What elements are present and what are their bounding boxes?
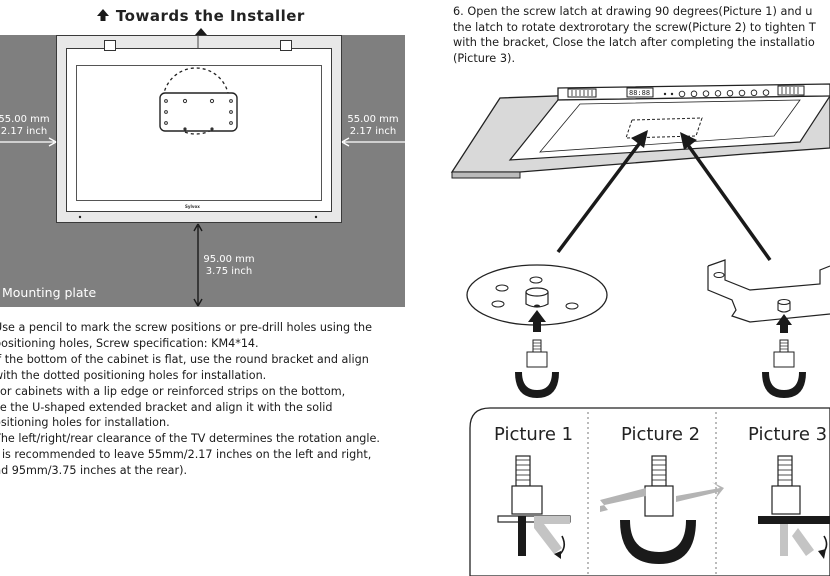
note-line: with the dotted positioning holes for in…: [0, 368, 267, 382]
picture-2-label: Picture 2: [621, 424, 701, 445]
right-clearance-mm: 55.00 mm: [347, 114, 399, 125]
heading-text: Towards the Installer: [115, 7, 305, 25]
left-clearance-mm: 55.00 mm: [0, 114, 50, 125]
picture-3-label: Picture 3: [748, 424, 828, 445]
rear-clearance-label: 95.00 mm 3.75 inch: [201, 254, 257, 278]
right-clearance-label: 55.00 mm 2.17 inch: [345, 114, 401, 138]
picture-1-label: Picture 1: [494, 424, 574, 445]
mounting-diagram: [0, 35, 405, 307]
note-line: If the bottom of the cabinet is flat, us…: [0, 352, 369, 366]
note-line: For cabinets with a lip edge or reinforc…: [0, 384, 346, 398]
step-line: (Picture 3).: [453, 52, 516, 66]
tv-brand-label: Sylvox: [185, 204, 200, 209]
u-bracket: [707, 259, 830, 291]
step-line: the latch to rotate dextrorotary the scr…: [453, 20, 816, 34]
note-line: t is recommended to leave 55mm/2.17 inch…: [0, 448, 372, 462]
up-arrow-icon: [194, 27, 208, 45]
step-line: with the bracket, Close the latch after …: [453, 36, 815, 50]
note-line: Use a pencil to mark the screw positions…: [0, 321, 372, 334]
mounting-plate-label: Mounting plate: [2, 285, 97, 300]
left-clearance-label: 55.00 mm 2.17 inch: [0, 114, 52, 138]
step-6-text: 6. Open the screw latch at drawing 90 de…: [453, 4, 830, 67]
bracket-tab-right: [280, 40, 292, 51]
bracket-tab-left: [104, 40, 116, 51]
installation-notes: Use a pencil to mark the screw positions…: [0, 320, 424, 479]
left-clearance-inch: 2.17 inch: [0, 126, 48, 137]
step-line: 6. Open the screw latch at drawing 90 de…: [453, 5, 813, 18]
note-line: nd 95mm/3.75 inches at the rear).: [0, 464, 188, 478]
tv-top-edge: [557, 83, 830, 101]
device-display-text: 88:88: [629, 89, 651, 97]
right-clearance-inch: 2.17 inch: [349, 126, 397, 137]
up-arrow-icon: [96, 8, 110, 26]
u-bracket-outline: [159, 92, 238, 132]
tv-screen: [76, 65, 322, 201]
note-line: se the U-shaped extended bracket and ali…: [0, 400, 333, 414]
note-line: ositioning holes for installation.: [0, 416, 170, 430]
rear-clearance-inch: 3.75 inch: [205, 266, 253, 277]
rear-clearance-mm: 95.00 mm: [203, 254, 255, 265]
installation-illustration: [450, 83, 830, 576]
note-line: positioning holes, Screw specification: …: [0, 336, 259, 350]
note-line: The left/right/rear clearance of the TV …: [0, 432, 380, 446]
installer-heading: Towards the Installer: [88, 7, 313, 45]
device-display: [626, 87, 654, 98]
